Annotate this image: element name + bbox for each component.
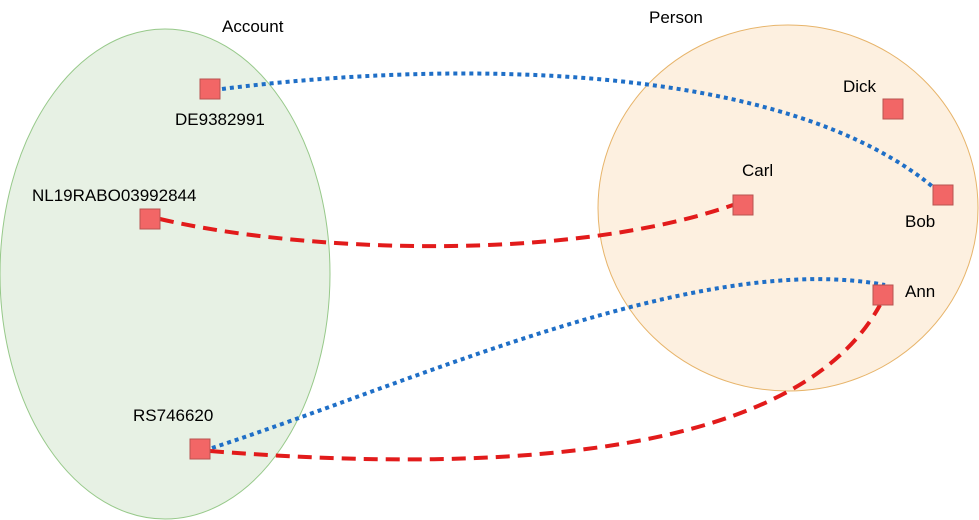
node-label-ann: Ann xyxy=(905,282,935,301)
edge-rs746620-ann-dotted xyxy=(211,277,886,450)
node-label-bob: Bob xyxy=(905,212,935,231)
node-bob[interactable] xyxy=(932,184,954,206)
node-label-nl19rabo03992844: NL19RABO03992844 xyxy=(32,186,196,205)
account-set xyxy=(0,28,331,520)
node-carl[interactable] xyxy=(732,194,754,216)
node-label-dick: Dick xyxy=(843,77,877,96)
node-ann[interactable] xyxy=(872,284,894,306)
node-rs746620[interactable] xyxy=(189,438,211,460)
edge-de9382991-bob xyxy=(221,71,942,195)
person-set-label: Person xyxy=(649,8,703,27)
person-set xyxy=(597,24,979,392)
node-label-carl: Carl xyxy=(742,161,773,180)
account-set-label: Account xyxy=(222,17,284,36)
node-dick[interactable] xyxy=(882,98,904,120)
node-de9382991[interactable] xyxy=(199,78,221,100)
node-label-rs746620: RS746620 xyxy=(133,406,213,425)
node-label-de9382991: DE9382991 xyxy=(175,110,265,129)
edge-nl19rabo03992844-carl xyxy=(159,203,734,249)
node-nl19rabo03992844[interactable] xyxy=(139,208,161,230)
